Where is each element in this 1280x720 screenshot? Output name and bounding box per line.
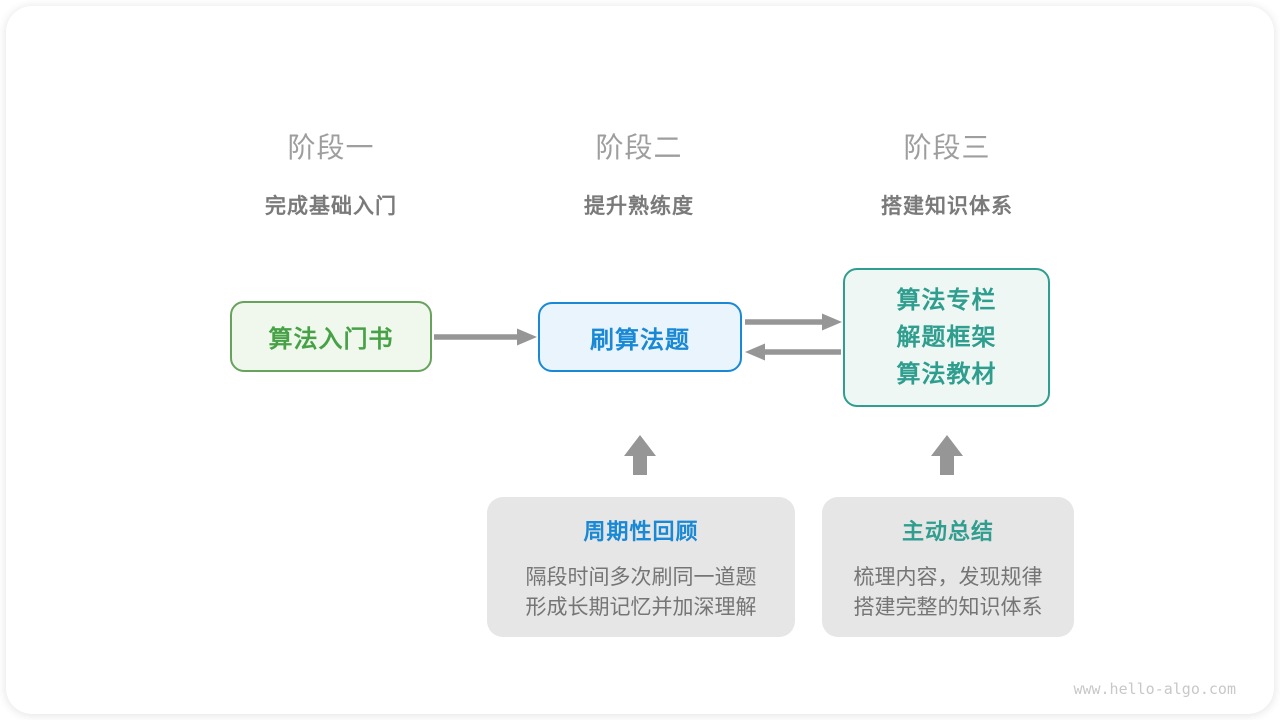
note-active-summary: 主动总结 梳理内容，发现规律 搭建完整的知识体系 [822, 497, 1074, 637]
stage-1-subtitle: 完成基础入门 [265, 195, 397, 218]
note-active-summary-line-1: 梳理内容，发现规律 [853, 566, 1043, 589]
stage-2-subtitle: 提升熟练度 [584, 195, 694, 218]
note-periodic-review-body: 隔段时间多次刷同一道题 形成长期记忆并加深理解 [487, 563, 795, 623]
note-periodic-review-title: 周期性回顾 [583, 519, 699, 544]
stage-2-header: 阶段二 提升熟练度 [479, 126, 799, 220]
note-active-summary-line-2: 搭建完整的知识体系 [853, 596, 1043, 619]
watermark: www.hello-algo.com [1073, 680, 1236, 698]
node-practice: 刷算法题 [538, 302, 742, 372]
node-resources-line-1: 算法专栏 [896, 287, 997, 314]
node-resources-line-3: 算法教材 [896, 361, 997, 388]
node-resources: 算法专栏 解题框架 算法教材 [843, 268, 1050, 407]
node-practice-label: 刷算法题 [590, 326, 690, 354]
note-periodic-review: 周期性回顾 隔段时间多次刷同一道题 形成长期记忆并加深理解 [487, 497, 795, 637]
stage-3-header: 阶段三 搭建知识体系 [787, 126, 1107, 220]
node-intro-book: 算法入门书 [230, 301, 432, 372]
node-resources-line-2: 解题框架 [896, 324, 997, 351]
node-intro-book-label: 算法入门书 [268, 326, 394, 353]
stage-3-subtitle: 搭建知识体系 [881, 195, 1013, 218]
stage-1-label: 阶段一 [287, 132, 375, 163]
note-active-summary-title: 主动总结 [901, 519, 994, 544]
note-periodic-review-line-2: 形成长期记忆并加深理解 [525, 596, 757, 619]
stage-1-header: 阶段一 完成基础入门 [171, 126, 491, 220]
stage-3-label: 阶段三 [903, 132, 991, 163]
stage-2-label: 阶段二 [595, 132, 683, 163]
note-periodic-review-line-1: 隔段时间多次刷同一道题 [525, 566, 757, 589]
note-active-summary-body: 梳理内容，发现规律 搭建完整的知识体系 [822, 563, 1074, 623]
